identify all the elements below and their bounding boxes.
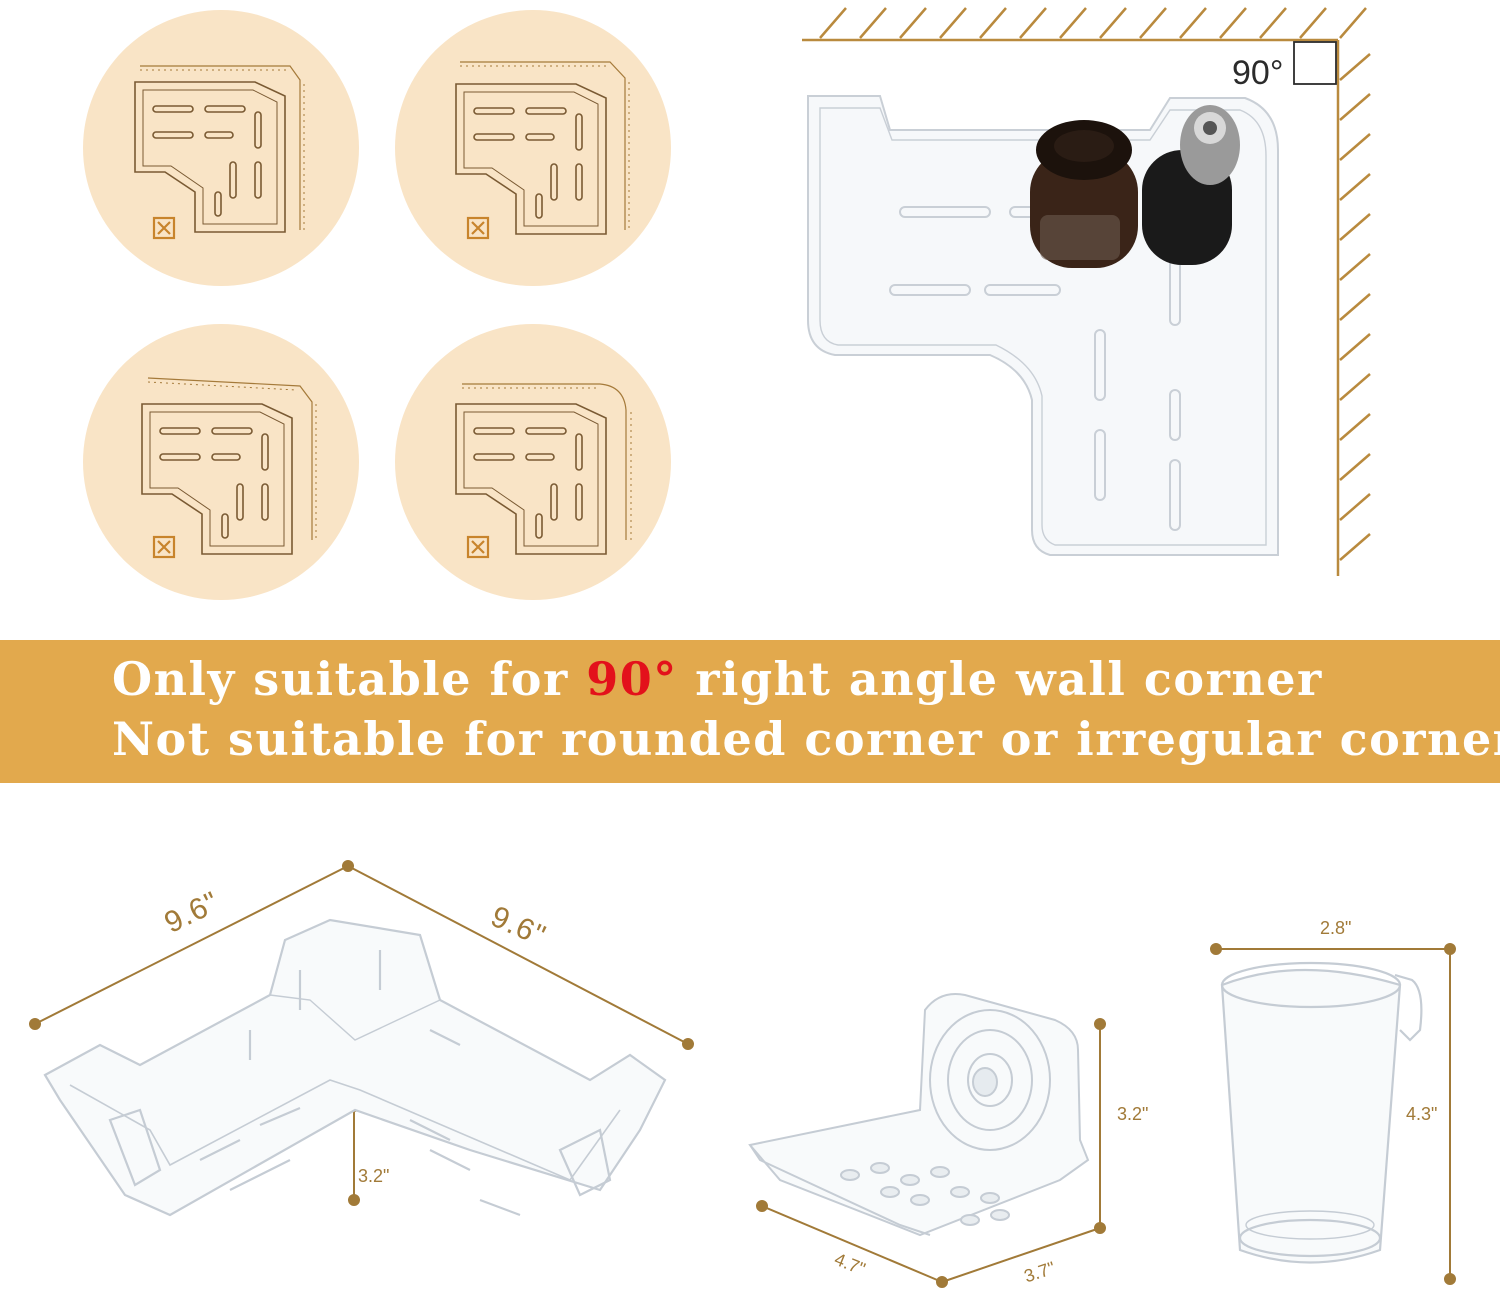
corner-shelf-height: 3.2" bbox=[358, 1166, 390, 1186]
soap-dish-product bbox=[748, 993, 1090, 1237]
incorrect-example-4 bbox=[395, 324, 671, 600]
banner-line-2: Not suitable for rounded corner or irreg… bbox=[112, 712, 1500, 766]
angle-label: 90° bbox=[1232, 54, 1284, 92]
incorrect-example-2 bbox=[395, 10, 671, 286]
cup-height: 4.3" bbox=[1406, 1104, 1438, 1124]
banner-line-1-end: right angle wall corner bbox=[677, 652, 1323, 706]
black-bottle bbox=[1142, 105, 1240, 265]
soap-dish-height: 3.2" bbox=[1117, 1104, 1149, 1124]
wall-hatching bbox=[802, 7, 1371, 576]
corner-shelf-product bbox=[43, 918, 667, 1217]
cup-width: 2.8" bbox=[1320, 918, 1352, 938]
incorrect-example-3 bbox=[83, 324, 359, 600]
suitability-banner: Only suitable for 90° right angle wall c… bbox=[0, 640, 1500, 783]
cup-product bbox=[1220, 961, 1423, 1264]
right-angle-marker bbox=[1293, 41, 1337, 85]
banner-line-1-start: Only suitable for bbox=[112, 652, 587, 706]
banner-highlight: 90° bbox=[586, 652, 678, 706]
banner-line-1: Only suitable for 90° right angle wall c… bbox=[112, 652, 1323, 706]
incorrect-corner-examples bbox=[83, 10, 671, 600]
amber-bottle bbox=[1030, 120, 1138, 268]
cup-dimension-lines bbox=[1210, 943, 1456, 1285]
soap-dish-dimension-lines bbox=[756, 1018, 1106, 1288]
incorrect-example-1 bbox=[83, 10, 359, 286]
wall-corner-diagram bbox=[802, 7, 1371, 576]
